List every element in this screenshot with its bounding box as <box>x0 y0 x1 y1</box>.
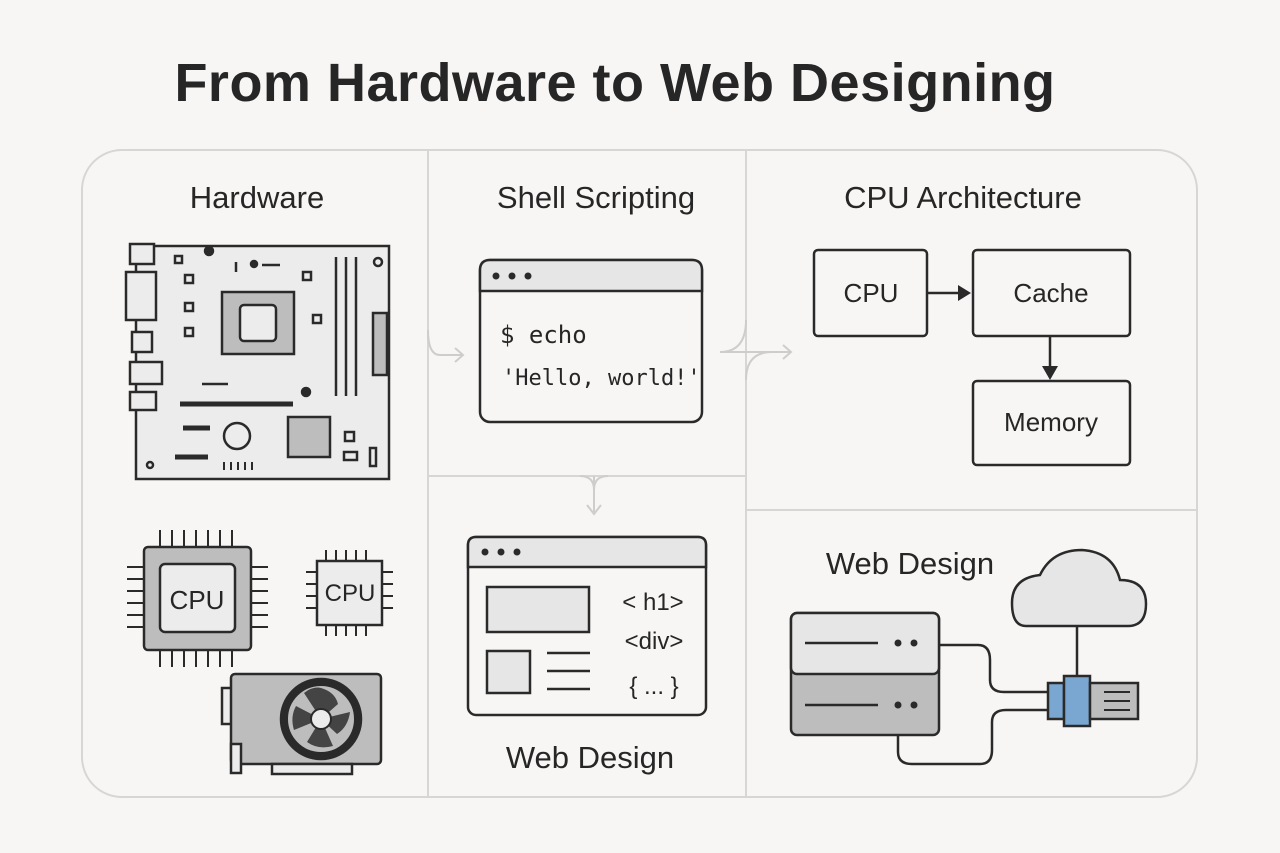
outer-frame <box>81 149 1198 798</box>
cpu-chip-icon <box>127 530 268 667</box>
network-cables <box>896 626 1079 766</box>
flow-arrows <box>427 319 793 516</box>
code-braces: { ... } <box>629 673 678 700</box>
cpu-box-label: CPU <box>844 278 899 308</box>
web-cloud-heading: Web Design <box>826 546 994 581</box>
web-code-heading: Web Design <box>506 740 674 775</box>
terminal-window-icon <box>478 258 704 424</box>
cpu-arch-heading: CPU Architecture <box>844 180 1082 215</box>
page-title: From Hardware to Web Designing <box>174 53 1056 113</box>
shell-command-line-1: $ echo <box>500 321 587 349</box>
code-tag-h1: < h1> <box>622 589 683 616</box>
cache-box <box>971 248 1132 338</box>
graphics-card-icon <box>220 672 383 776</box>
cloud-icon <box>1010 548 1148 628</box>
architecture-arrows <box>927 285 1058 380</box>
motherboard-icon <box>124 242 391 481</box>
hardware-heading: Hardware <box>190 180 324 215</box>
shell-command-line-2: 'Hello, world!' <box>502 366 701 391</box>
shell-heading: Shell Scripting <box>497 180 695 215</box>
code-tag-div: <div> <box>625 628 684 655</box>
usb-connector-icon <box>1046 674 1140 728</box>
cpu-small-label: CPU <box>325 580 376 607</box>
browser-window-icon <box>466 535 708 717</box>
memory-box-label: Memory <box>1004 407 1098 437</box>
cpu-chip-icon <box>306 550 393 636</box>
cache-box-label: Cache <box>1013 278 1088 308</box>
cpu-big-label: CPU <box>170 585 225 615</box>
server-rack-icon <box>789 611 941 737</box>
memory-box <box>971 379 1132 467</box>
